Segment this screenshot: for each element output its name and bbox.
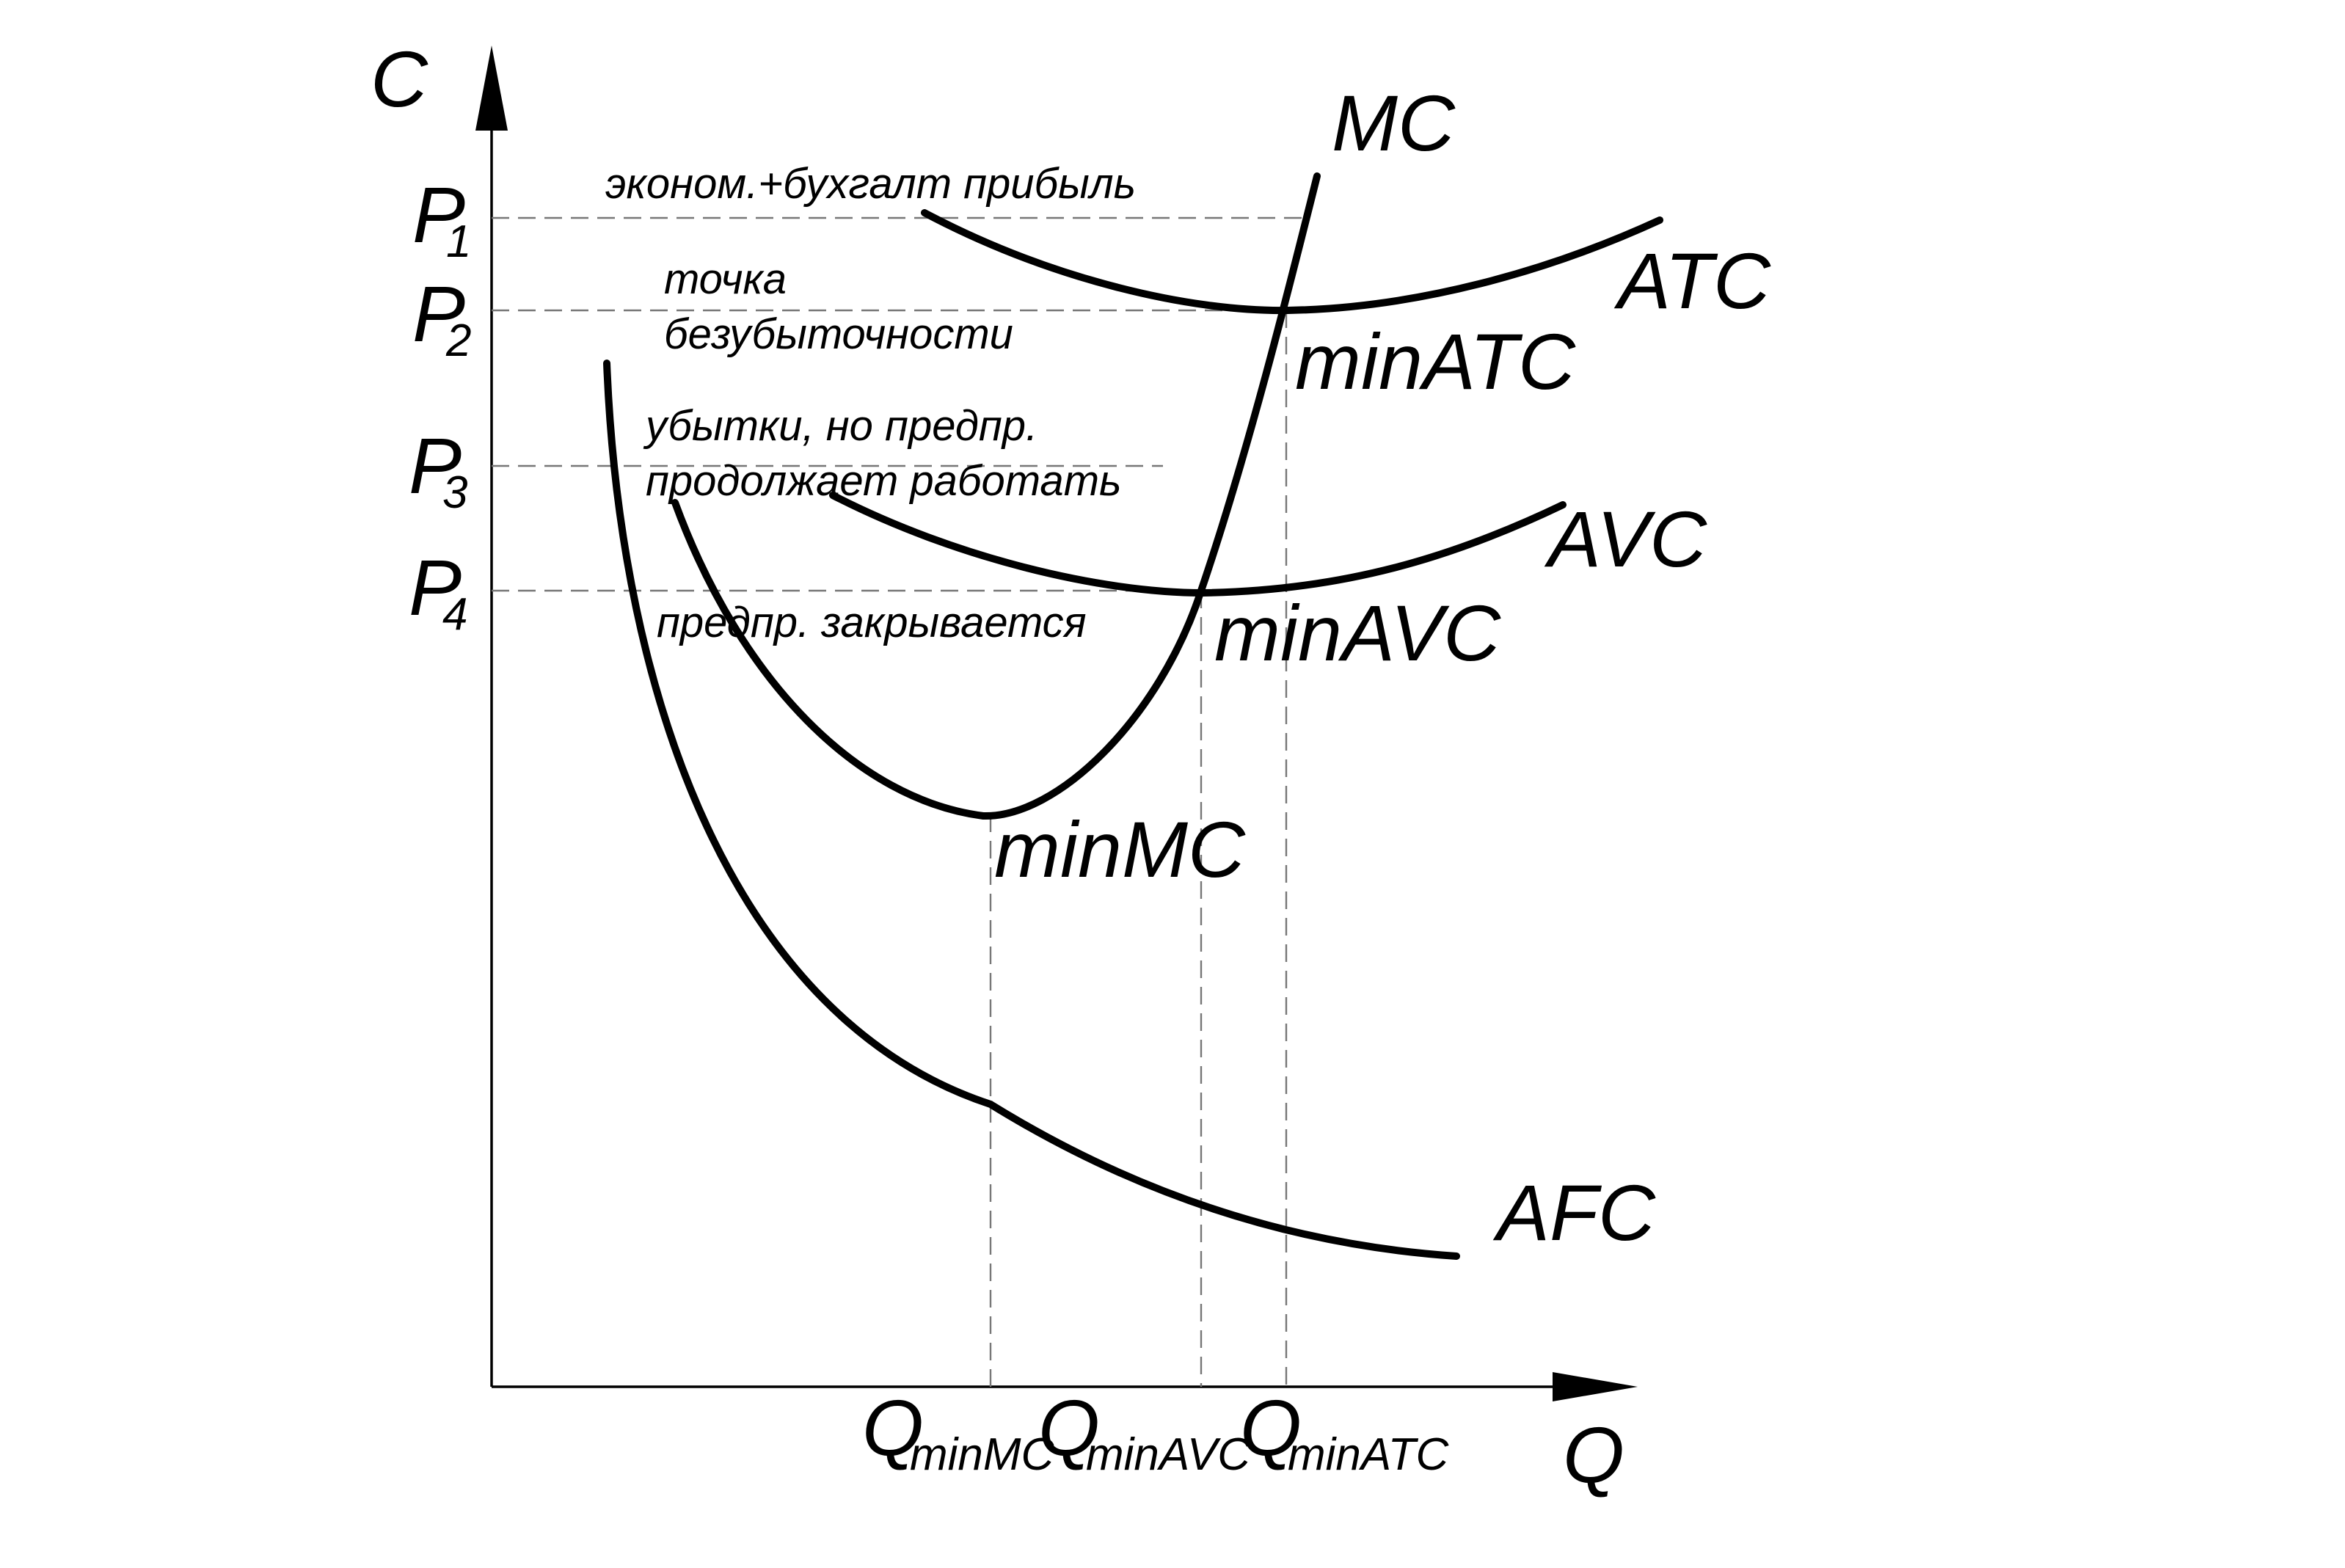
price-sub-p1: 1 bbox=[446, 216, 471, 267]
zone-breakeven-line1: точка bbox=[664, 255, 787, 303]
price-sub-p2: 2 bbox=[445, 316, 471, 366]
price-sub-p4: 4 bbox=[442, 589, 467, 640]
price-label-p2: P bbox=[412, 269, 465, 358]
mc-curve bbox=[671, 172, 1321, 820]
quantity-label-minavc: Q bbox=[1038, 1383, 1100, 1472]
atc-label: ATC bbox=[1613, 236, 1771, 325]
afc-curve bbox=[603, 360, 1460, 1260]
quantity-label-minmc: Q bbox=[862, 1383, 924, 1472]
afc-label: AFC bbox=[1492, 1168, 1656, 1257]
avc-label: AVC bbox=[1544, 495, 1707, 583]
zone-losses-line2: продолжает работать bbox=[646, 457, 1122, 505]
min-avc-label: minAVC bbox=[1214, 588, 1501, 677]
avc-curve bbox=[829, 492, 1567, 597]
price-label-p4: P bbox=[409, 543, 462, 632]
x-axis-label: Q bbox=[1563, 1410, 1624, 1499]
mc-label: MC bbox=[1332, 79, 1456, 167]
price-label-p3: P bbox=[409, 421, 462, 510]
zone-shutdown: предпр. закрывается bbox=[657, 599, 1087, 646]
y-axis-label: C bbox=[371, 34, 428, 123]
y-axis-arrow-icon bbox=[475, 45, 508, 131]
price-sub-p3: 3 bbox=[442, 467, 467, 518]
quantity-sub-minavc: minAVC bbox=[1086, 1429, 1251, 1480]
x-axis-arrow-icon bbox=[1553, 1372, 1638, 1401]
zone-losses-line1: убытки, но предпр. bbox=[643, 402, 1037, 450]
quantity-sub-minmc: minMC bbox=[910, 1429, 1055, 1480]
atc-curve bbox=[921, 209, 1663, 315]
quantity-sub-minatc: minATC bbox=[1288, 1429, 1450, 1480]
zone-profit: эконом.+бухгалт прибыль bbox=[605, 160, 1136, 208]
min-atc-label: minATC bbox=[1295, 317, 1576, 406]
quantity-label-minatc: Q bbox=[1240, 1383, 1302, 1472]
price-label-p1: P bbox=[412, 170, 465, 259]
min-mc-label: minMC bbox=[994, 805, 1246, 894]
zone-breakeven-line2: безубыточности bbox=[664, 310, 1013, 358]
